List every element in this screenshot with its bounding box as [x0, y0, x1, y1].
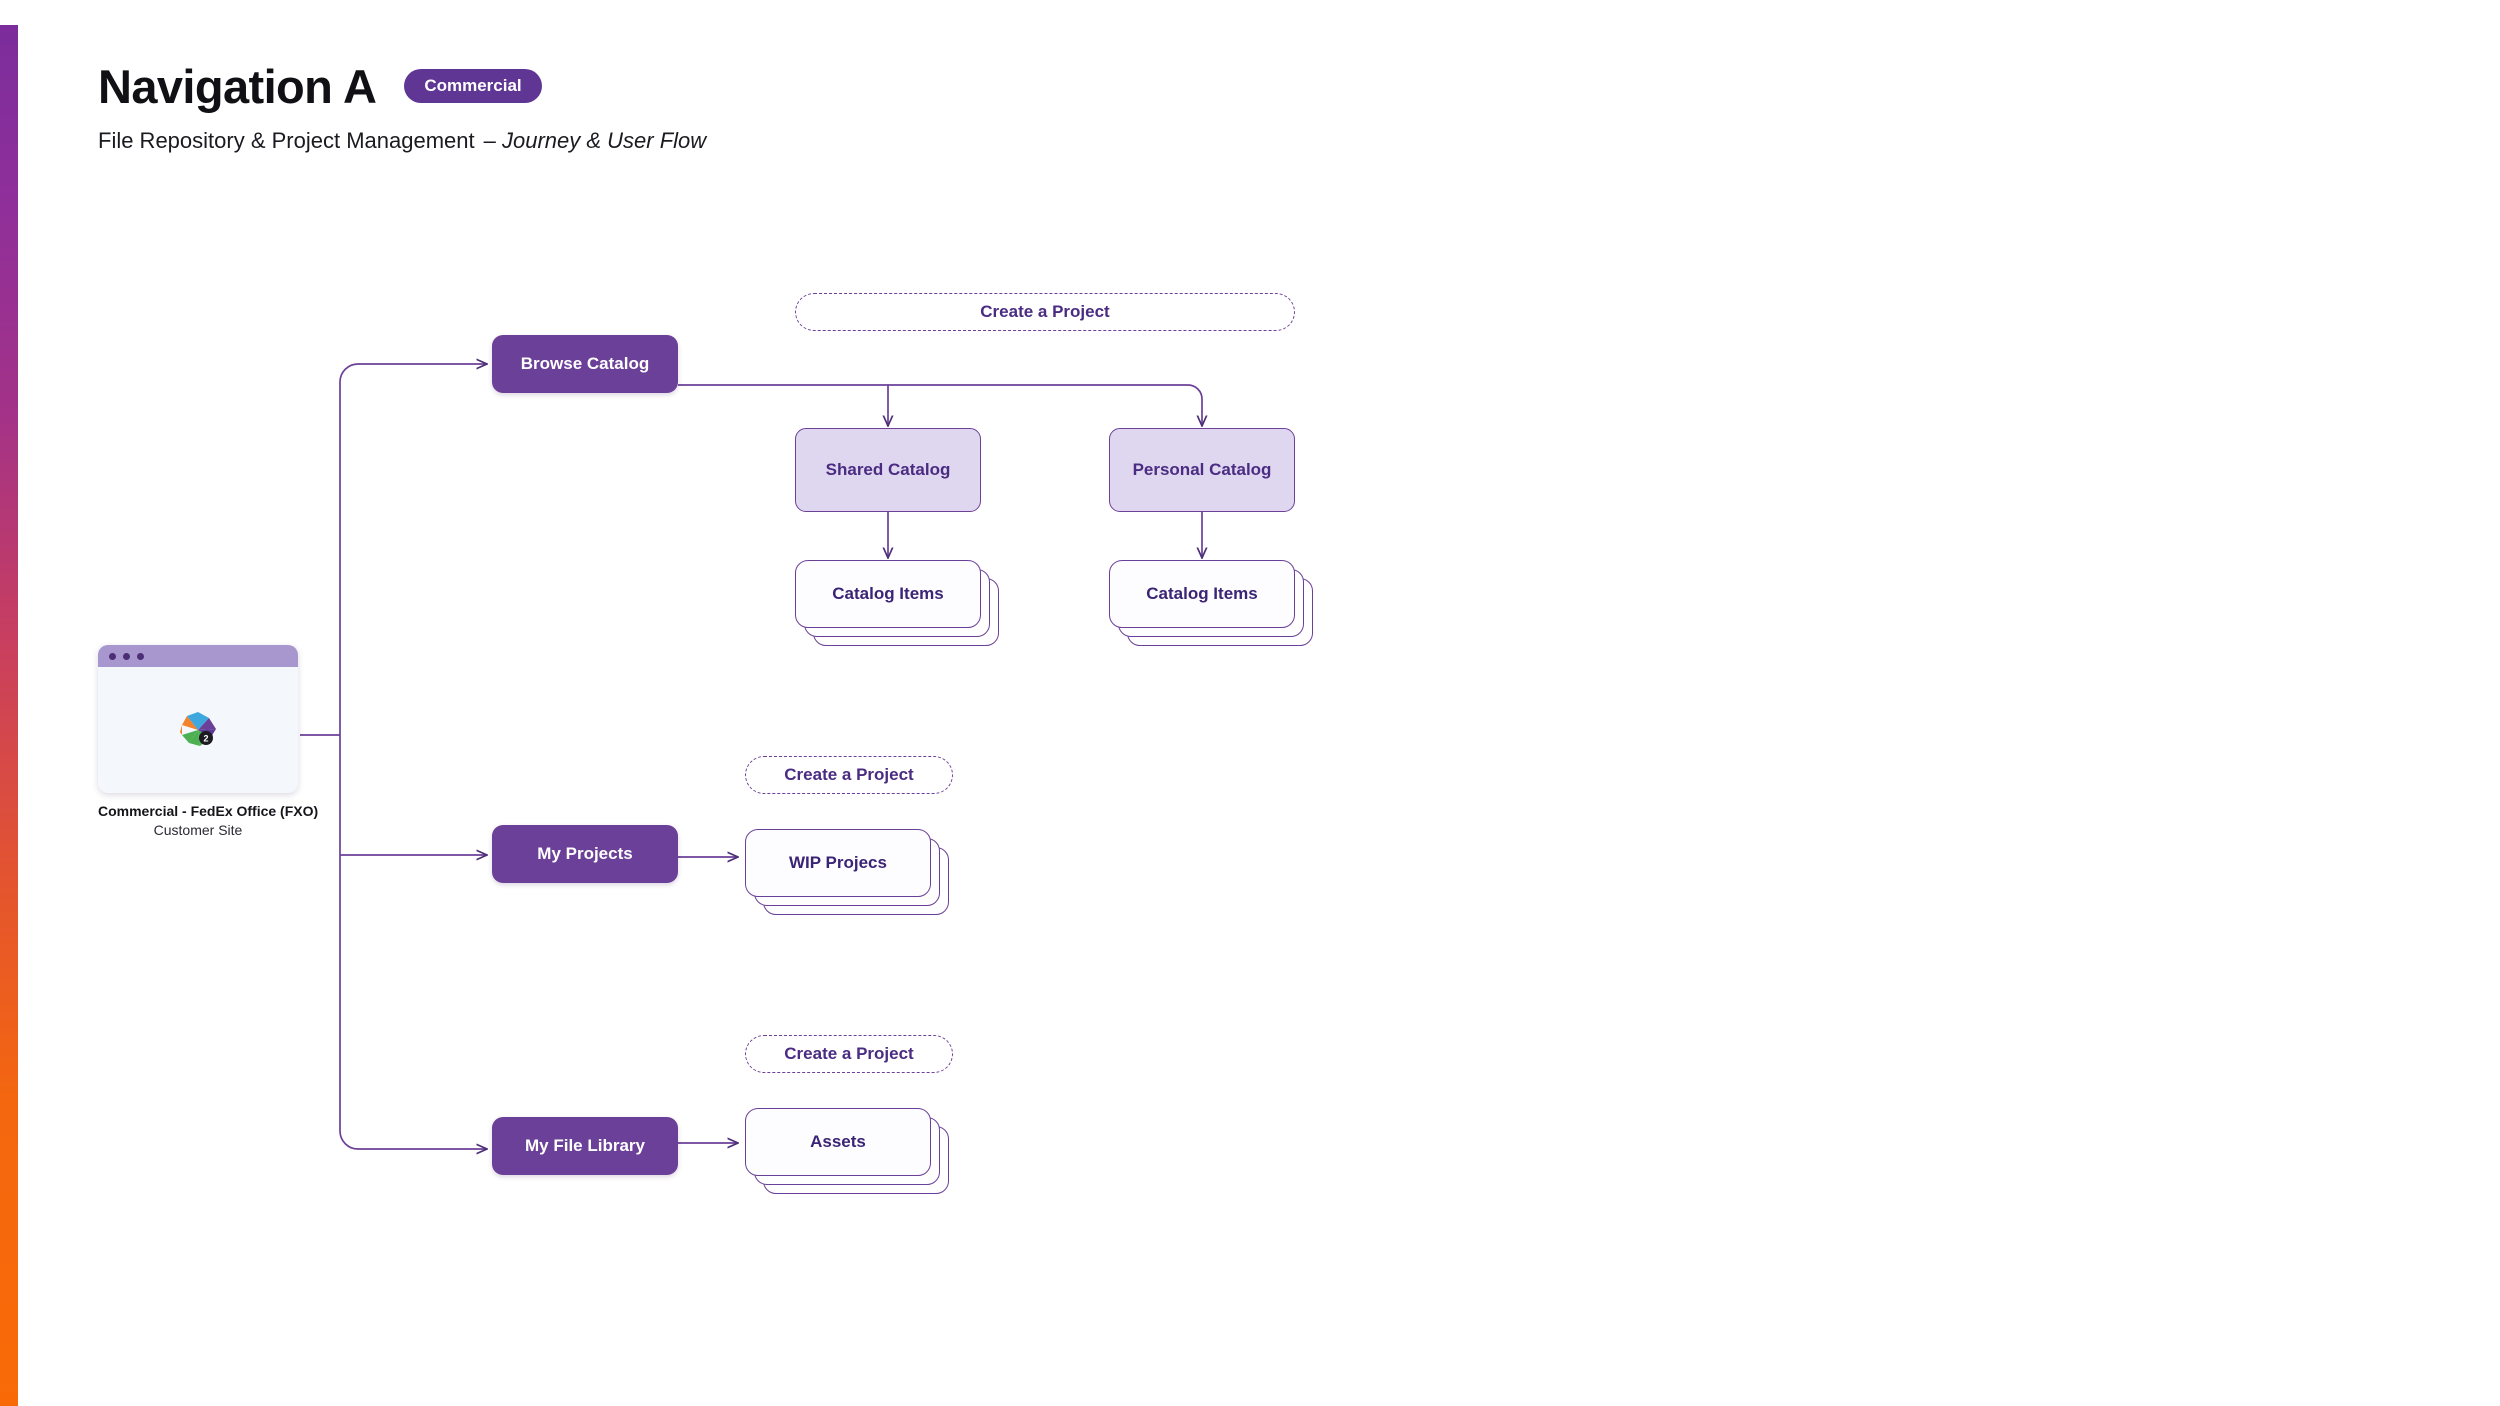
- browser-titlebar: [98, 645, 298, 667]
- page-title: Navigation A: [98, 59, 377, 113]
- entry-point-caption: Commercial - FedEx Office (FXO) Customer…: [98, 803, 319, 839]
- entry-point-title: Commercial - FedEx Office (FXO): [98, 803, 319, 819]
- window-dot-maximize-icon: [137, 652, 144, 660]
- left-gradient-accent-bar: [0, 25, 18, 1406]
- create-a-project-button-my-file-library[interactable]: Create a Project: [745, 1035, 953, 1073]
- title-row: Navigation A Commercial: [98, 58, 1298, 114]
- subtitle-row: File Repository & Project Management – J…: [98, 128, 1298, 154]
- stack-catalog-items-shared[interactable]: Catalog Items: [795, 560, 1011, 650]
- browser-viewport: 2: [98, 667, 298, 793]
- create-a-project-button-browse-catalog[interactable]: Create a Project: [795, 293, 1295, 331]
- status-badge-commercial: Commercial: [404, 69, 542, 103]
- node-browse-catalog[interactable]: Browse Catalog: [492, 335, 678, 393]
- connector-browse-to-personal-catalog: [678, 384, 1202, 426]
- connector-trunk: [339, 363, 359, 1150]
- stack-wip-projects[interactable]: WIP Projecs: [745, 829, 961, 919]
- window-dot-minimize-icon: [123, 652, 130, 660]
- page-header: Navigation A Commercial File Repository …: [98, 58, 1298, 154]
- node-my-file-library[interactable]: My File Library: [492, 1117, 678, 1175]
- browser-window-mockup: 2: [98, 645, 298, 793]
- stack-card-assets[interactable]: Assets: [745, 1108, 931, 1176]
- stack-card-catalog-items[interactable]: Catalog Items: [795, 560, 981, 628]
- stack-card-wip-projects[interactable]: WIP Projecs: [745, 829, 931, 897]
- stack-assets[interactable]: Assets: [745, 1108, 961, 1198]
- entry-point-customer-site[interactable]: 2 Commercial - FedEx Office (FXO) Custom…: [98, 645, 319, 839]
- window-dot-close-icon: [109, 652, 116, 660]
- site-logo-icon: 2: [180, 712, 216, 746]
- subtitle-primary: File Repository & Project Management: [98, 128, 475, 153]
- node-personal-catalog[interactable]: Personal Catalog: [1109, 428, 1295, 512]
- node-my-projects[interactable]: My Projects: [492, 825, 678, 883]
- subtitle-secondary: – Journey & User Flow: [483, 128, 707, 153]
- logo-badge-count: 2: [203, 734, 208, 744]
- entry-point-subtitle: Customer Site: [153, 821, 243, 838]
- stack-card-catalog-items[interactable]: Catalog Items: [1109, 560, 1295, 628]
- create-a-project-button-my-projects[interactable]: Create a Project: [745, 756, 953, 794]
- node-shared-catalog[interactable]: Shared Catalog: [795, 428, 981, 512]
- logo-badge-circle: [199, 731, 213, 745]
- stack-catalog-items-personal[interactable]: Catalog Items: [1109, 560, 1325, 650]
